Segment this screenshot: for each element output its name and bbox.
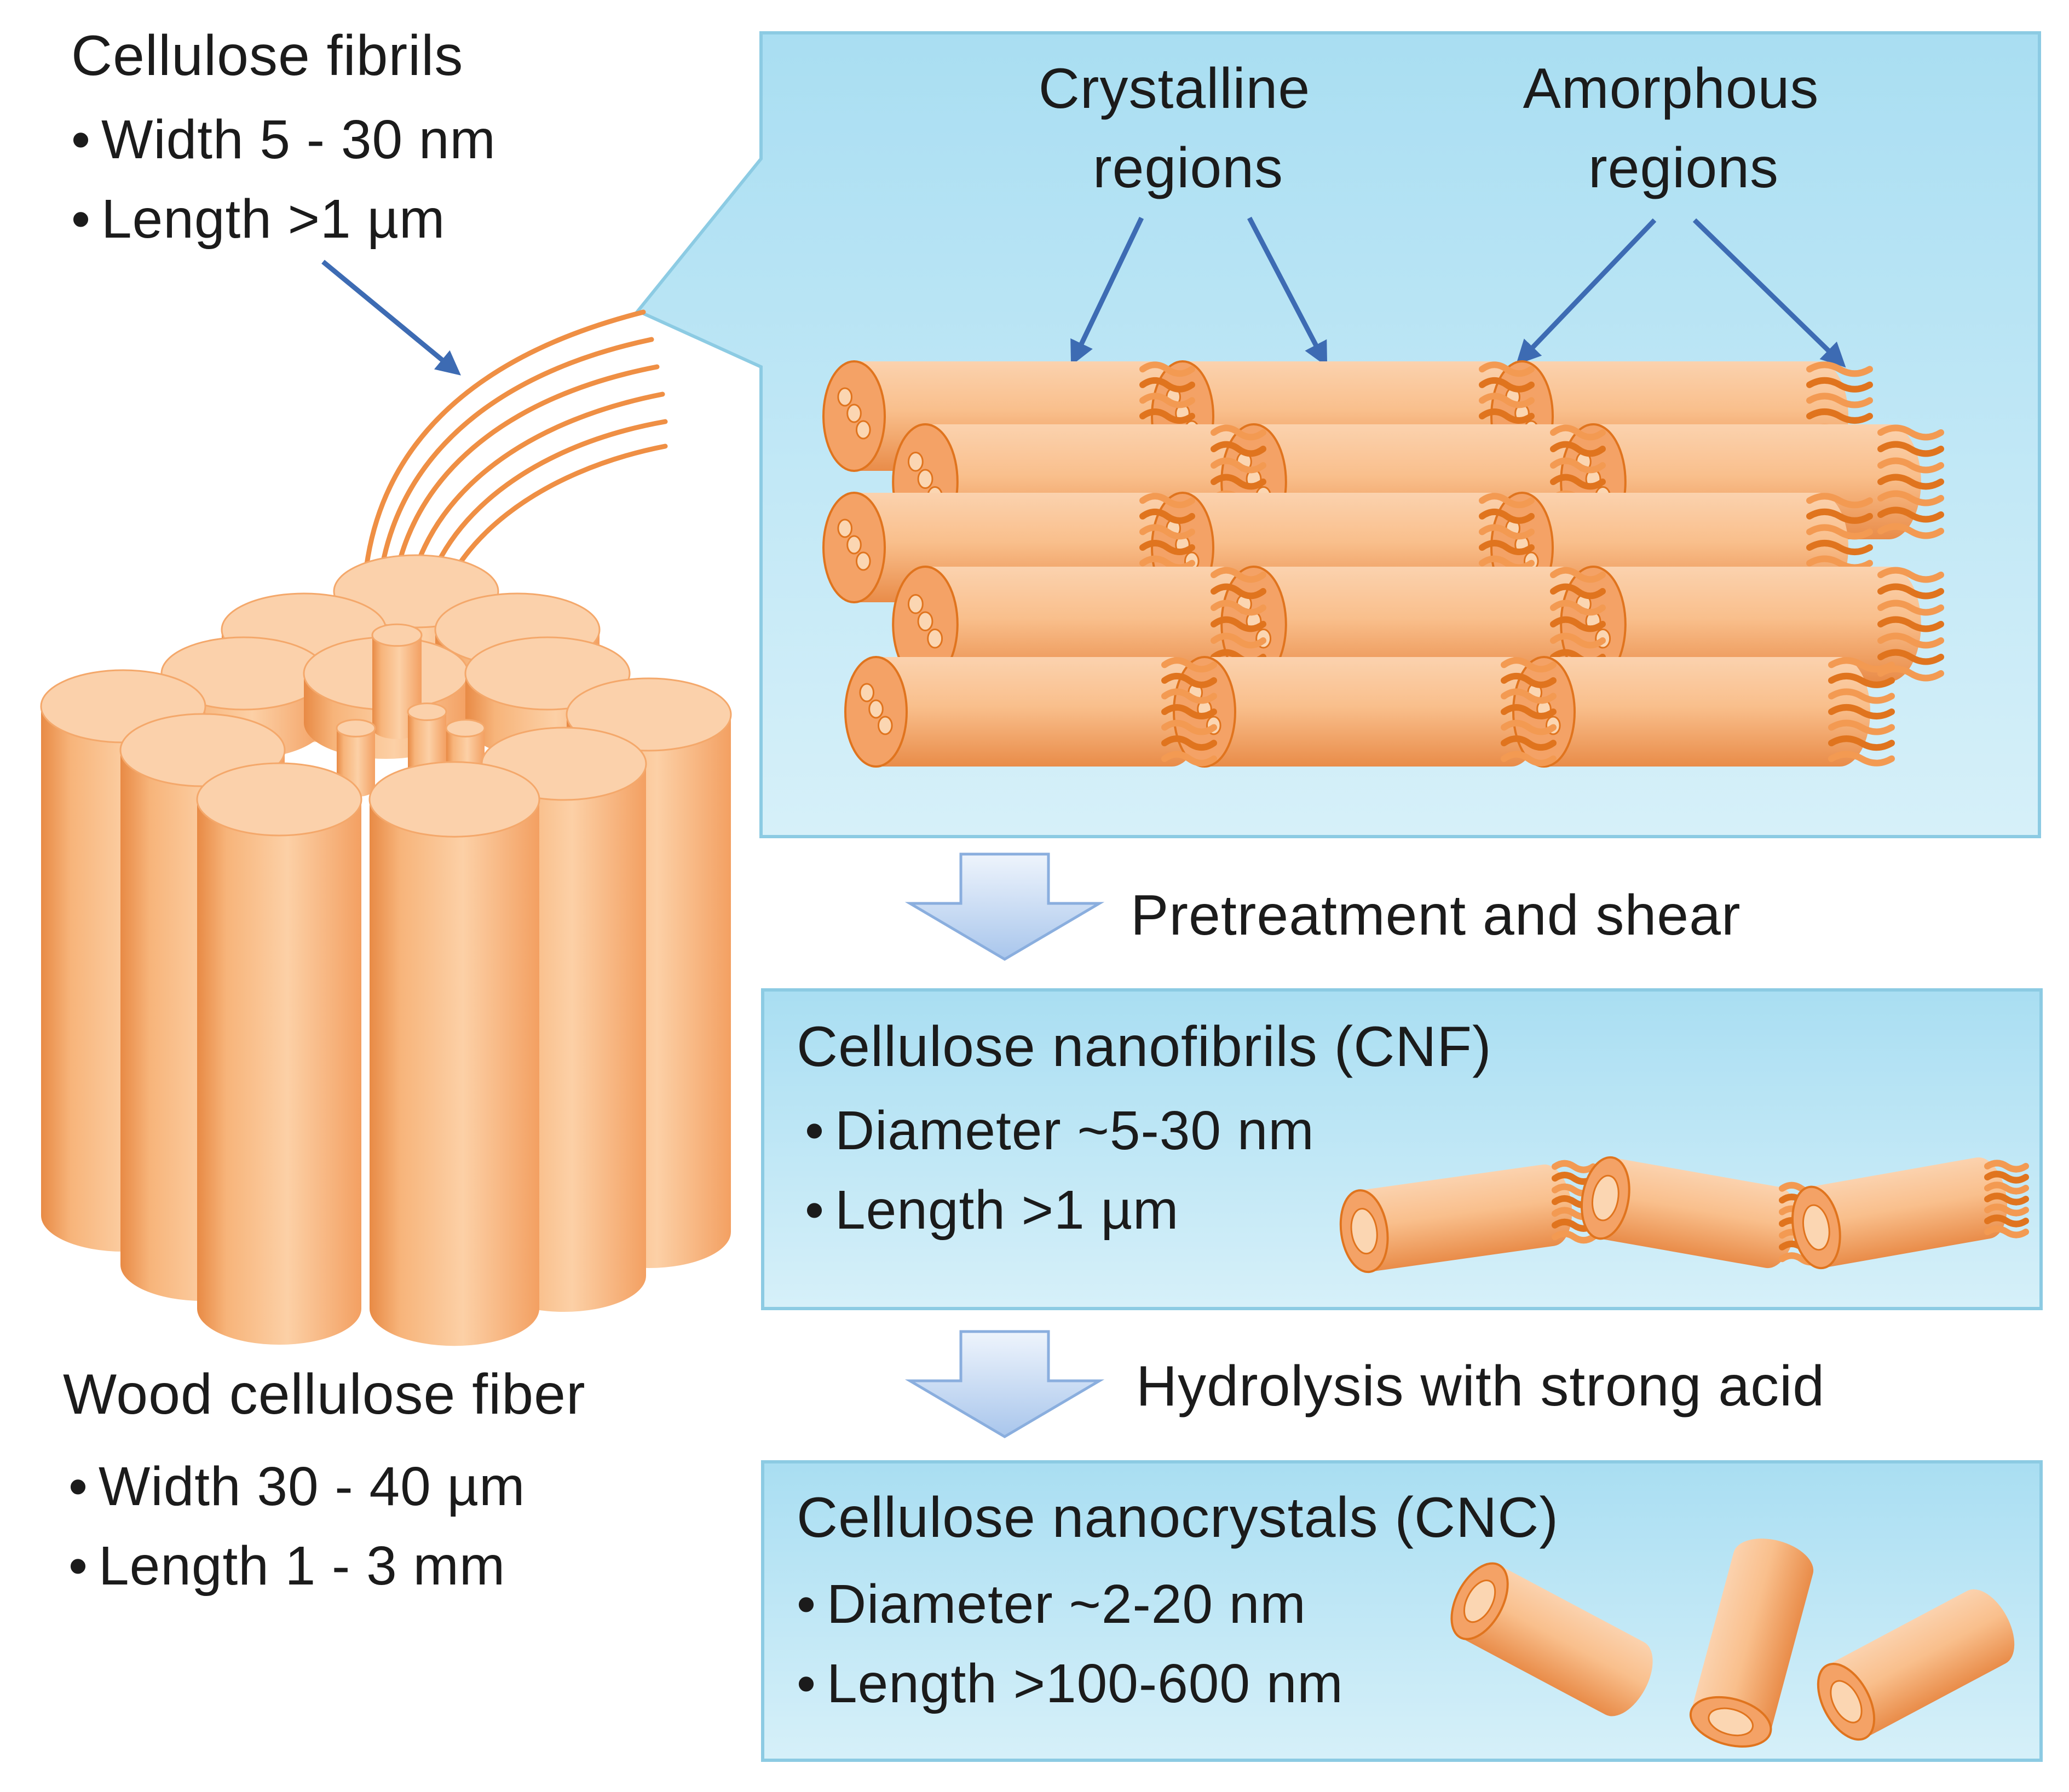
wood-fiber-bundle bbox=[40, 554, 732, 1346]
amorphous-region-r3-end bbox=[1877, 567, 1944, 682]
cnc-rods-illustration bbox=[1450, 1539, 2015, 1748]
bullet-dot: • bbox=[797, 1574, 817, 1635]
cnf-strand-illustration bbox=[1339, 1156, 2029, 1274]
bullet-dot: • bbox=[805, 1179, 825, 1241]
amorphous-label-line1: Amorphous bbox=[1523, 57, 1819, 120]
pointer-arrows bbox=[321, 216, 1846, 376]
bullet-dot: • bbox=[797, 1653, 817, 1714]
microfibril-r4-s2 bbox=[1512, 656, 1870, 768]
cnf-diameter-text: Diameter ~5-30 nm bbox=[835, 1100, 1315, 1161]
wood-fiber-title: Wood cellulose fiber bbox=[63, 1363, 586, 1426]
crystalline-pointer-arrow-1 bbox=[1070, 217, 1144, 366]
amorphous-region-r1-end bbox=[1877, 424, 1944, 539]
fibrils-title: Cellulose fibrils bbox=[71, 24, 464, 88]
fiber-cylinder-front-left bbox=[196, 762, 362, 1345]
fibrils-width-text: Width 5 - 30 nm bbox=[101, 109, 496, 170]
cnf-bullet-length: •Length >1 µm bbox=[805, 1183, 1179, 1237]
wood-fiber-bullet-width: •Width 30 - 40 µm bbox=[68, 1459, 525, 1514]
cnc-bullet-diameter: •Diameter ~2-20 nm bbox=[797, 1577, 1306, 1632]
wood-fiber-length-text: Length 1 - 3 mm bbox=[99, 1535, 506, 1597]
crystalline-pointer-arrow-2 bbox=[1247, 216, 1328, 367]
cnc-rod-3 bbox=[1817, 1589, 2015, 1741]
cnf-title: Cellulose nanofibrils (CNF) bbox=[797, 1015, 1492, 1079]
fiber-cylinder-front-right bbox=[368, 761, 540, 1346]
crystalline-label-line2: regions bbox=[1092, 136, 1284, 200]
microfibril-r3-s0 bbox=[892, 566, 1253, 683]
bullet-dot: • bbox=[71, 109, 91, 170]
cnc-length-text: Length >100-600 nm bbox=[827, 1653, 1344, 1714]
fibrils-bullet-length: •Length >1 µm bbox=[71, 192, 445, 246]
bullet-dot: • bbox=[68, 1456, 89, 1517]
wood-fiber-width-text: Width 30 - 40 µm bbox=[99, 1456, 526, 1517]
microfibril-r3-s1 bbox=[1220, 566, 1593, 683]
pretreatment-label: Pretreatment and shear bbox=[1131, 884, 1741, 947]
cnf-segment-2 bbox=[1580, 1156, 1796, 1269]
fibrils-pointer-arrow bbox=[321, 260, 461, 376]
cnc-title: Cellulose nanocrystals (CNC) bbox=[797, 1486, 1559, 1549]
hydrolysis-block-arrow bbox=[904, 1330, 1105, 1438]
cnf-segment-3 bbox=[1791, 1157, 2007, 1270]
wood-fiber-bullet-length: •Length 1 - 3 mm bbox=[68, 1539, 505, 1593]
amorphous-pointer-arrow-2 bbox=[1692, 218, 1846, 368]
cnf-segment-1 bbox=[1339, 1164, 1572, 1274]
bullet-dot: • bbox=[68, 1535, 89, 1597]
cnc-bullet-length: •Length >100-600 nm bbox=[797, 1656, 1344, 1711]
bullet-dot: • bbox=[71, 188, 91, 250]
amorphous-region-r4-a bbox=[1161, 657, 1217, 767]
amorphous-region-r4-end bbox=[1828, 657, 1895, 767]
amorphous-pointer-arrow-1 bbox=[1515, 218, 1657, 365]
hydrolysis-label: Hydrolysis with strong acid bbox=[1136, 1355, 1825, 1418]
cnc-rod-2 bbox=[1689, 1539, 1814, 1748]
crystalline-label-line1: Crystalline bbox=[1038, 57, 1311, 120]
fibrils-bullet-width: •Width 5 - 30 nm bbox=[71, 112, 496, 167]
bullet-dot: • bbox=[805, 1100, 825, 1161]
fibrils-length-text: Length >1 µm bbox=[101, 188, 446, 250]
cnf-bullet-diameter: •Diameter ~5-30 nm bbox=[805, 1103, 1315, 1158]
microfibril-bundle bbox=[822, 360, 1944, 768]
cnf-amorphous-end bbox=[1984, 1160, 2029, 1238]
cnf-length-text: Length >1 µm bbox=[835, 1179, 1179, 1241]
microfibril-r4-s0 bbox=[844, 656, 1202, 768]
cnc-diameter-text: Diameter ~2-20 nm bbox=[827, 1574, 1306, 1635]
pretreatment-block-arrow bbox=[904, 852, 1105, 961]
amorphous-label-line2: regions bbox=[1588, 136, 1779, 200]
cnc-rod-1 bbox=[1450, 1562, 1653, 1716]
amorphous-region-r4-b bbox=[1501, 657, 1557, 767]
microfibril-r4-s1 bbox=[1173, 656, 1542, 768]
